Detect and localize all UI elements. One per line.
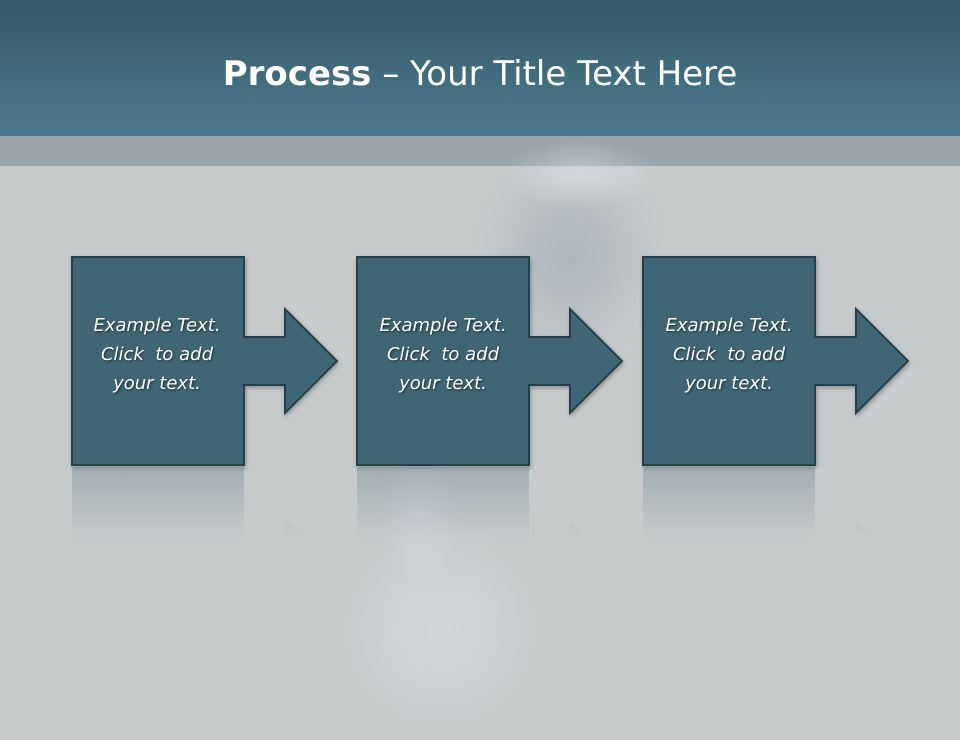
step-text-line: Example Text. <box>93 315 221 336</box>
step-reflection <box>72 467 300 540</box>
process-step-2[interactable] <box>356 256 624 540</box>
step-text-line: your text. <box>685 373 773 394</box>
slide-title[interactable]: Process – Your Title Text Here <box>0 52 960 96</box>
step-reflection <box>357 467 585 540</box>
step-1-text[interactable]: Example Text. Click to add your text. <box>71 311 243 398</box>
step-arrow-shape <box>356 256 624 466</box>
step-3-text[interactable]: Example Text. Click to add your text. <box>643 311 815 398</box>
step-text-line: Example Text. <box>665 315 793 336</box>
step-text-line: Click to add <box>100 344 213 365</box>
title-bar <box>0 0 960 136</box>
step-text-line: Click to add <box>672 344 785 365</box>
title-bold: Process <box>222 54 372 94</box>
step-2-text[interactable]: Example Text. Click to add your text. <box>357 311 529 398</box>
process-step-3[interactable] <box>642 256 910 540</box>
step-text-line: Example Text. <box>379 315 507 336</box>
process-step-1[interactable] <box>71 256 339 540</box>
process-diagram <box>71 256 910 540</box>
step-text-line: your text. <box>399 373 487 394</box>
title-rest: – Your Title Text Here <box>371 54 738 94</box>
step-arrow-shape <box>71 256 339 466</box>
step-arrow-shape <box>642 256 910 466</box>
step-text-line: your text. <box>113 373 201 394</box>
step-text-line: Click to add <box>386 344 499 365</box>
step-reflection <box>643 467 871 540</box>
